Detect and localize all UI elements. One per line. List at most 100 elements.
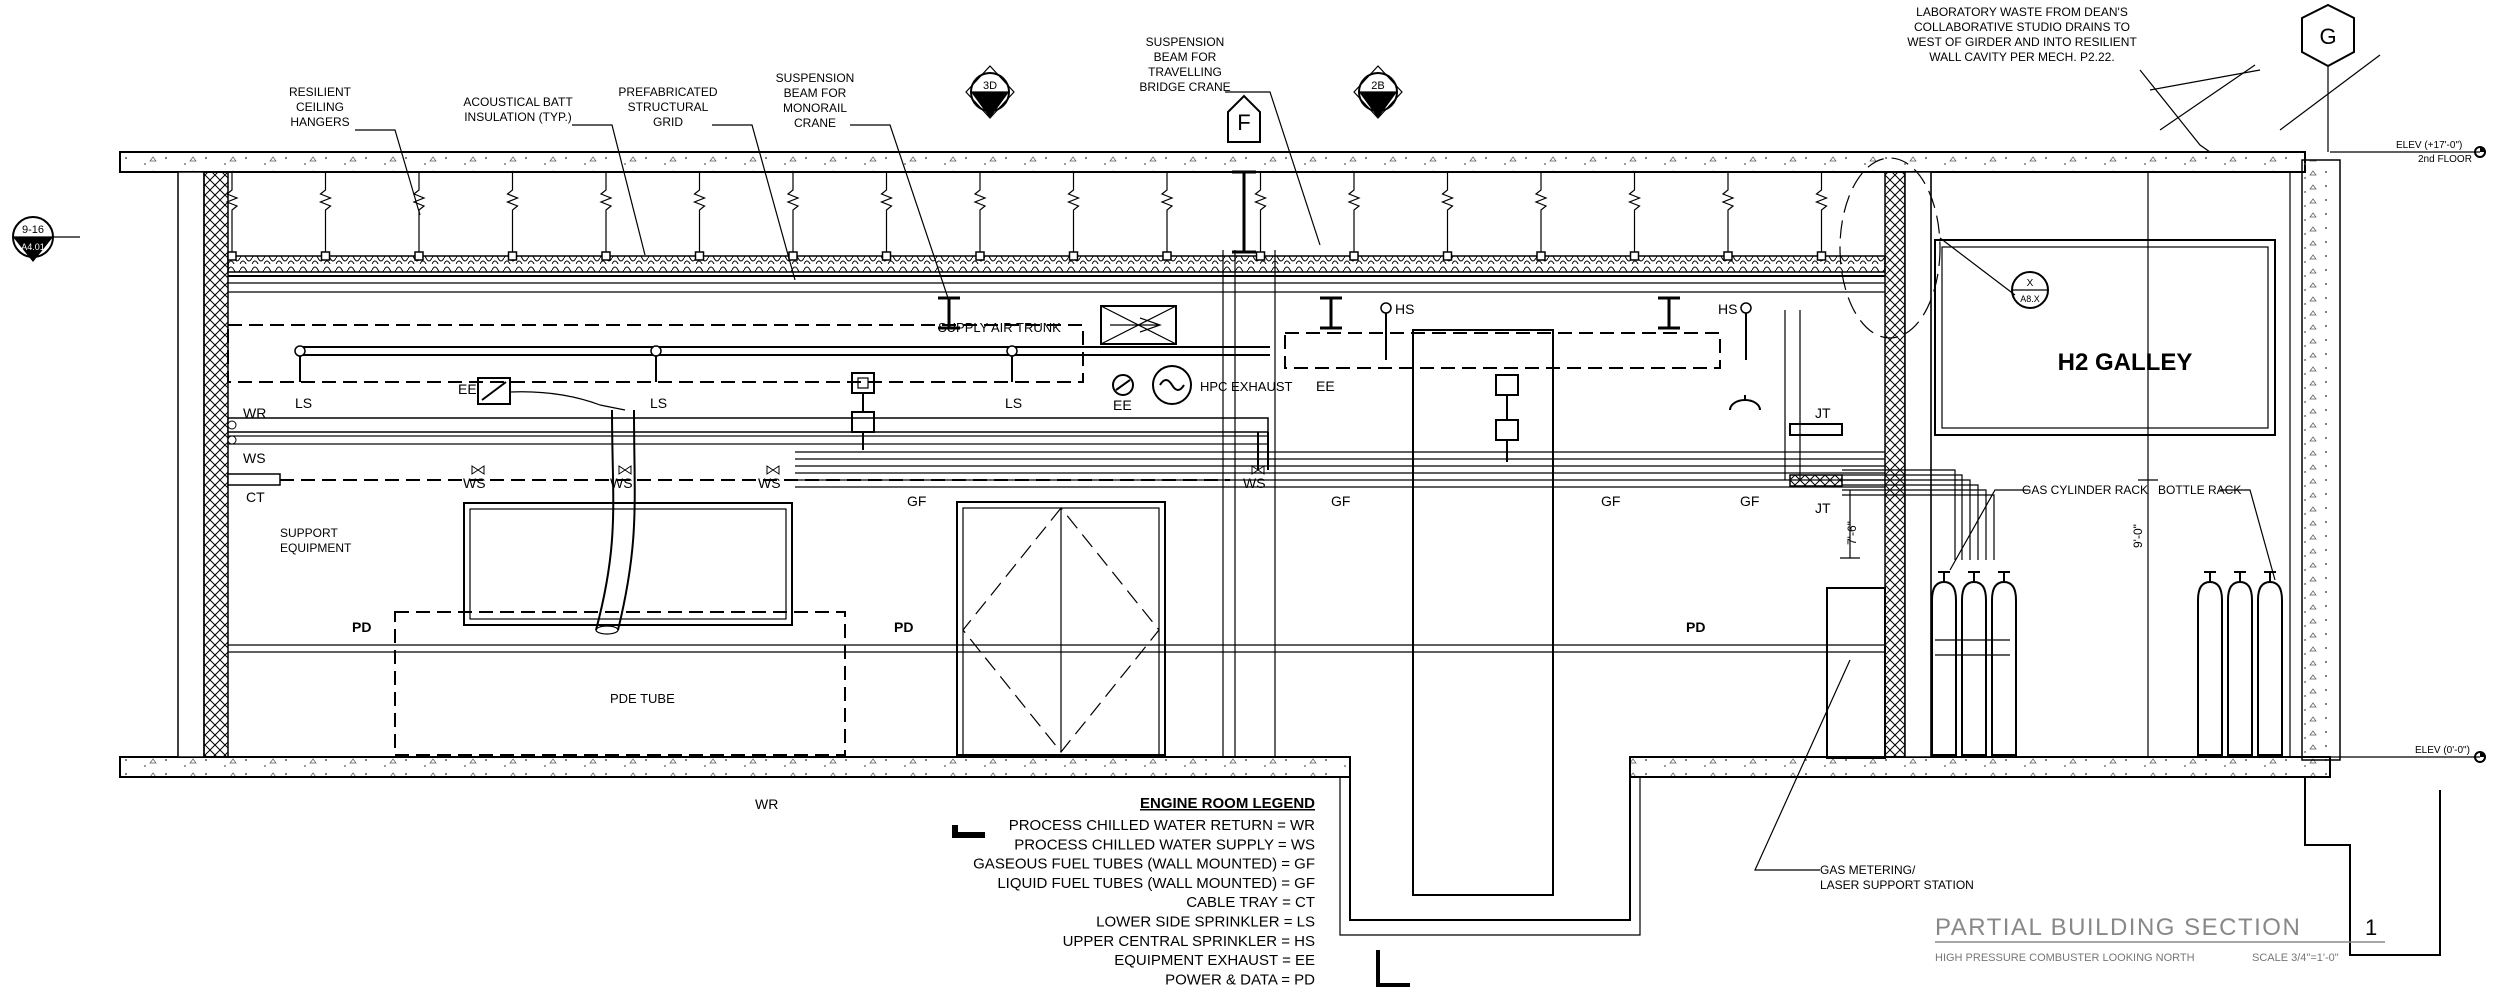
jt-brackets: [1789, 423, 1995, 560]
ref-3d-top: 3D: [983, 80, 997, 92]
dim-7ft6: 7'-6": [1845, 521, 1859, 545]
east-wall: [1884, 171, 1932, 758]
callout-lab-3: WEST OF GIRDER AND INTO RESILIENT: [1907, 35, 2137, 49]
floor-slab: [119, 756, 2331, 936]
tag-ls-1: LS: [295, 395, 312, 411]
legend-item: CABLE TRAY = CT: [1186, 894, 1315, 911]
ws-valve: [618, 465, 632, 475]
east-foundation: [2289, 159, 2441, 956]
gas-cylinder: [1931, 571, 1957, 756]
elevation-marker-ground: [2330, 751, 2486, 763]
hanger: [973, 172, 987, 261]
fuel-tubes: [795, 451, 1885, 488]
bridge-crane-beam: [1232, 170, 1256, 254]
acoustical-insulation: [227, 255, 1886, 293]
grid-marker-f: [1227, 94, 1261, 143]
tag-gf-3: GF: [1601, 493, 1620, 509]
monorail-beam: [938, 296, 1680, 330]
hanger: [318, 172, 333, 261]
elev-2nd-line1: ELEV (+17'-0"): [2396, 140, 2462, 151]
callout-bridge-4: BRIDGE CRANE: [1139, 80, 1230, 94]
vertical-supports: [1222, 250, 1801, 757]
tag-wr-floor: WR: [755, 796, 778, 812]
legend-item: PROCESS CHILLED WATER RETURN = WR: [1009, 817, 1315, 834]
hanger: [786, 172, 800, 261]
tag-ct: CT: [246, 489, 265, 505]
callout-monorail-2: BEAM FOR: [784, 86, 847, 100]
tag-ee-1: EE: [458, 381, 477, 397]
callout-bridge-2: BEAM FOR: [1154, 50, 1217, 64]
callout-monorail-4: CRANE: [794, 116, 836, 130]
section-ref-9-16[interactable]: [12, 216, 80, 262]
callout-prefab-3: GRID: [653, 115, 683, 129]
hanger: [225, 172, 239, 261]
tag-wr: WR: [243, 405, 266, 421]
tag-pd-1: PD: [352, 619, 371, 635]
tag-ws-1: WS: [463, 475, 486, 491]
legend-item: GASEOUS FUEL TUBES (WALL MOUNTED) = GF: [973, 856, 1315, 873]
bottle: [2227, 571, 2253, 756]
elev-ground: ELEV (0'-0"): [2415, 745, 2470, 756]
section-ref-3d[interactable]: [965, 65, 1015, 119]
ws-valve: [471, 465, 485, 475]
legend-item: LIQUID FUEL TUBES (WALL MOUNTED) = GF: [997, 875, 1315, 892]
bottle: [2197, 571, 2223, 756]
tag-gf-2: GF: [1331, 493, 1350, 509]
drawing-scale: SCALE 3/4"=1'-0": [2252, 952, 2339, 964]
tube-hangers: [851, 372, 1761, 462]
callout-gas-metering-1: GAS METERING/: [1820, 863, 1916, 877]
supply-air-trunk-label: SUPPLY AIR TRUNK: [938, 320, 1061, 335]
h2-galley-label: H2 GALLEY: [2058, 349, 2193, 376]
engine-room-legend: ENGINE ROOM LEGEND PROCESS CHILLED WATER…: [973, 795, 1315, 988]
gas-cylinders: [1931, 571, 2283, 756]
hanger: [879, 172, 894, 261]
callout-resilient-3: HANGERS: [290, 115, 349, 129]
legend-item: LOWER SIDE SPRINKLER = LS: [1096, 914, 1315, 931]
detail-callout-ellipse: [1839, 157, 2016, 339]
roof-slab: [119, 151, 2306, 173]
ref-9-16-top: 9-16: [22, 224, 44, 236]
tag-ws-3: WS: [758, 475, 781, 491]
section-ref-2b[interactable]: [1353, 65, 1403, 119]
hanger: [692, 172, 707, 261]
callout-prefab-1: PREFABRICATED: [618, 85, 717, 99]
h2-galley-box: [1934, 239, 2276, 656]
hanger: [1066, 172, 1081, 261]
tag-gf-4: GF: [1740, 493, 1759, 509]
pde-tube-label: PDE TUBE: [610, 691, 675, 706]
support-equipment-1: SUPPORT: [280, 526, 338, 540]
ref-x-bottom: A8.X: [2020, 294, 2040, 304]
callout-lab-1: LABORATORY WASTE FROM DEAN'S: [1916, 5, 2128, 19]
combustor-column: [1412, 329, 1554, 896]
bottle: [2257, 571, 2283, 756]
section-cut-marks: [952, 825, 1410, 987]
legend-item: UPPER CENTRAL SPRINKLER = HS: [1063, 933, 1315, 950]
pde-tube-outline: [228, 611, 1885, 756]
equipment-exhaust-symbols: [477, 365, 1192, 411]
grid-label-g: G: [2319, 24, 2336, 49]
tag-jt-1: JT: [1815, 405, 1831, 421]
sheet-number: 1: [2365, 915, 2377, 940]
legend-item: POWER & DATA = PD: [1165, 971, 1315, 988]
tag-hs-2: HS: [1718, 301, 1737, 317]
title-block: PARTIAL BUILDING SECTION HIGH PRESSURE C…: [1935, 914, 2385, 964]
hanger: [505, 172, 520, 261]
hanger: [1347, 172, 1361, 261]
callout-gas-metering-2: LASER SUPPORT STATION: [1820, 878, 1974, 892]
detail-ref-x[interactable]: [2011, 271, 2049, 309]
hanger: [1721, 172, 1735, 261]
upper-sprinkler-line: [1380, 302, 1752, 360]
tag-pd-3: PD: [1686, 619, 1705, 635]
callout-monorail-1: SUSPENSION: [776, 71, 855, 85]
west-wall: [177, 171, 229, 758]
tag-ls-3: LS: [1005, 395, 1022, 411]
hanger: [1160, 172, 1174, 261]
tag-ee-2: EE: [1113, 397, 1132, 413]
hanger: [412, 172, 426, 261]
drawing-title: PARTIAL BUILDING SECTION: [1935, 914, 2301, 941]
tag-ws-2: WS: [610, 475, 633, 491]
support-equipment-window: [463, 502, 793, 626]
hanger: [1253, 172, 1268, 261]
elev-2nd-line2: 2nd FLOOR: [2418, 154, 2472, 165]
legend-item: EQUIPMENT EXHAUST = EE: [1114, 952, 1315, 969]
